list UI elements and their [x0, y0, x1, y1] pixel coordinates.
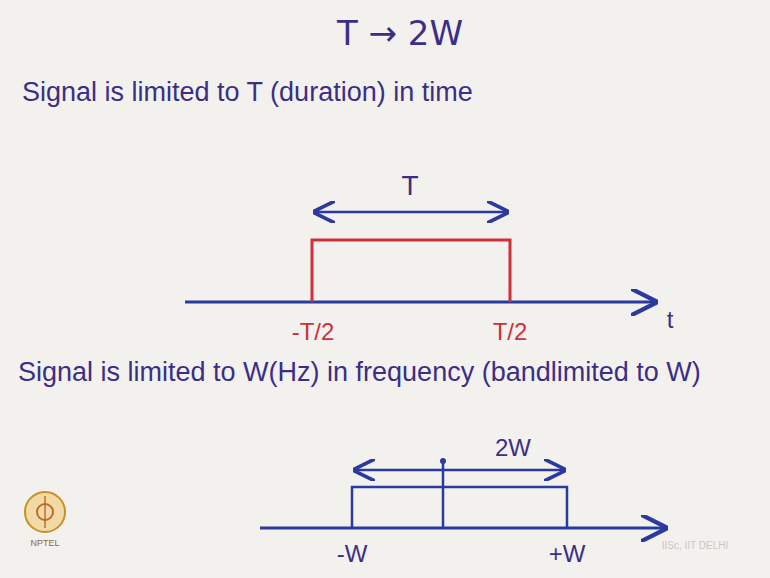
axis-dot	[440, 458, 446, 464]
slide-title: T → 2W	[337, 14, 463, 53]
watermark: IISc, IIT DELHI	[662, 540, 729, 552]
frequency-axis	[260, 527, 665, 530]
bandwidth-label: 2W	[495, 434, 531, 462]
vertical-axis	[442, 462, 445, 528]
time-tick-label: -T/2	[292, 318, 335, 346]
duration-label: T	[401, 170, 418, 202]
frequency-tick-label: -W	[337, 540, 368, 568]
time-pulse	[312, 240, 510, 302]
band-pulse	[352, 487, 567, 528]
axis-name: t	[667, 306, 674, 334]
note-text: Signal is limited to T (duration) in tim…	[22, 72, 522, 113]
time-axis	[185, 301, 655, 304]
bandwidth-arrow	[355, 469, 564, 472]
nptel-logo	[25, 492, 65, 532]
frequency-tick-label: +W	[549, 540, 586, 568]
note-text: Signal is limited to W(Hz) in frequency …	[18, 352, 758, 393]
duration-arrow	[315, 211, 507, 214]
time-tick-label: T/2	[493, 318, 528, 346]
logo-text: NPTEL	[30, 538, 59, 548]
